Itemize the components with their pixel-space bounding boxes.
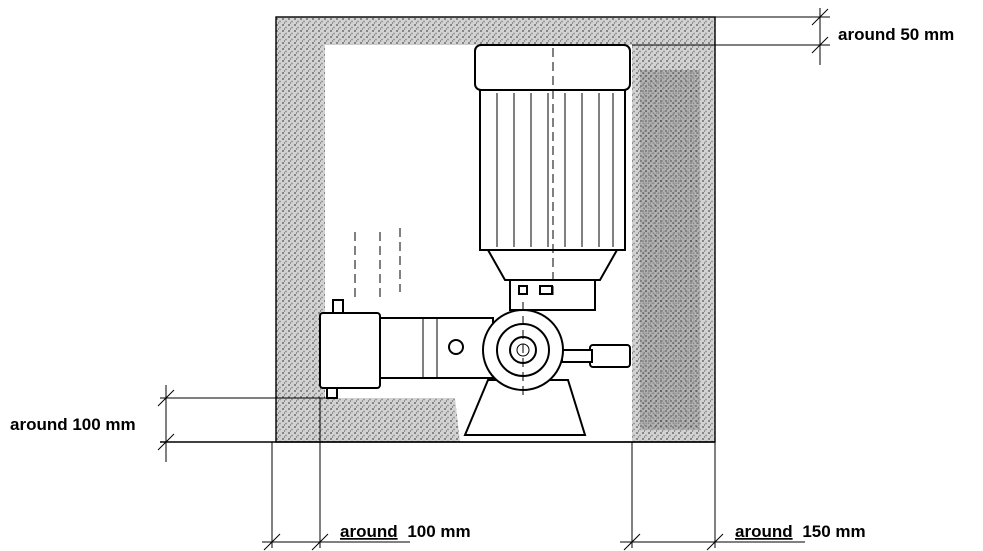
dimension-tick [263,533,281,551]
connecting-rod-housing [377,317,494,379]
left-clearance-label: around 100 mm [340,522,471,541]
inspection-port-icon [448,339,464,355]
right-clearance-label: around 150 mm [735,522,866,541]
motor-body [479,89,626,251]
right-clearance-value: 150 mm [802,522,865,541]
stroke-adjuster-knob [589,344,631,368]
dimension-tick [706,533,724,551]
pump-head [319,312,381,389]
left-clearance-dimension: around 100 mm [262,398,471,551]
left-clearance-prefix: around [340,522,398,541]
dimension-tick [311,533,329,551]
bottom-clearance-dimension: around 100 mm [10,385,330,462]
top-wall-shading [325,17,632,45]
top-clearance-label: around 50 mm [838,25,954,44]
pump-assembly [319,44,631,436]
dimension-tick [157,389,175,407]
top-clearance-dimension: around 50 mm [632,8,954,65]
right-clearance-dimension: around 150 mm [620,442,866,551]
valve-top [332,299,344,314]
dimension-tick [811,8,829,26]
bottom-clearance-label: around 100 mm [10,415,136,434]
valve-bottom [326,387,338,399]
dimension-tick [157,433,175,451]
gearbox-bolt [539,285,553,295]
right-wall-dark-shading [640,70,700,430]
base-plinth-shading [325,398,460,442]
gearbox-bolt [518,285,528,295]
stroke-adjuster-shaft [561,349,593,363]
dimension-tick [811,36,829,54]
right-clearance-prefix: around [735,522,793,541]
left-clearance-value: 100 mm [407,522,470,541]
dimension-tick [623,533,641,551]
